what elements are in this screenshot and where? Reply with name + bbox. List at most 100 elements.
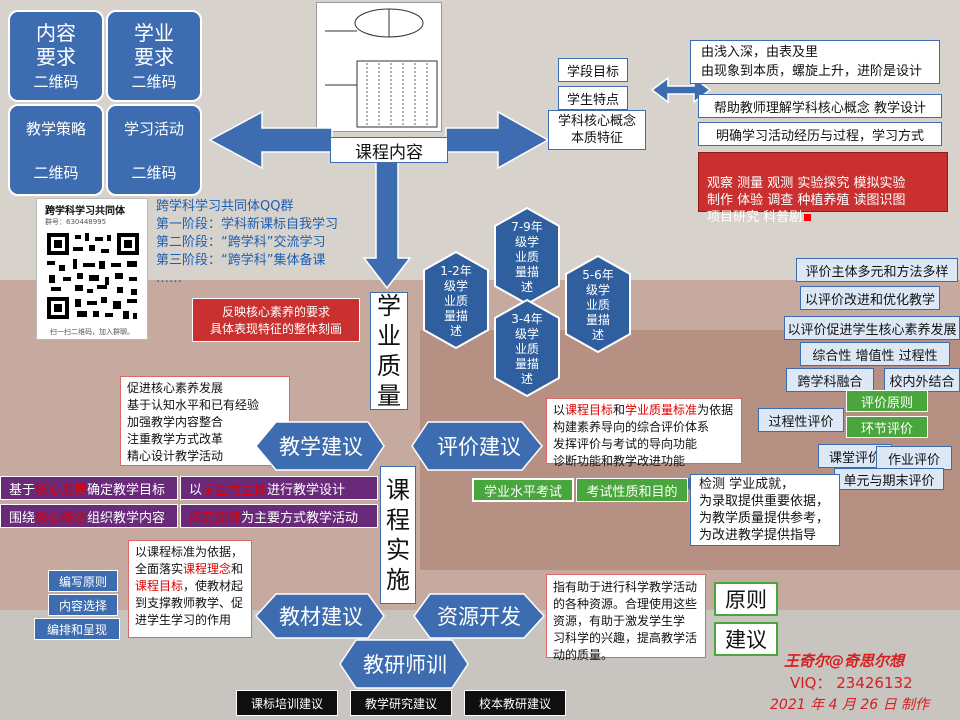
author-signature: 王奇尔@奇思尔想	[784, 652, 905, 670]
note-text: 以课程标准为依据，全面落实	[135, 545, 244, 576]
hex-label: 5-6年 级学 业质 量描 述	[582, 268, 614, 342]
note-highlight: 课程理念	[183, 562, 232, 576]
red-square-icon	[804, 214, 812, 221]
vchar: 学	[377, 292, 401, 320]
note-text: 为依据构建素养导向的综合评价体系 发挥评价与考试的导向功能 诊断功能和教学改进功…	[553, 403, 734, 468]
note-line: 注重教学方式改革	[127, 432, 224, 446]
unit-final-evaluation: 单元与期末评价	[834, 468, 944, 490]
note-text: ，使教材起到支撑教师教学、促进学生学习的作用	[135, 579, 244, 627]
hex-label: 1-2年 级学 业质 量描 述	[440, 264, 472, 338]
row-text: 为主要方式教学活动	[241, 510, 359, 526]
qq-group-info: 跨学科学习共同体QQ群 第一阶段：学科新课标自我学习 第二阶段：“跨学科”交流学…	[156, 198, 376, 288]
qr-tile-requirement[interactable]: 学业 要求 二维码	[106, 10, 202, 102]
author-vx: VIQ： 23426132	[790, 674, 913, 692]
qq-group-heading: 跨学科学习共同体QQ群	[156, 199, 294, 214]
qq-card-title: 跨学科学习共同体	[45, 206, 125, 217]
exam-purpose-desc: 检测 学业成就， 为录取提供重要依据， 为教学质量提供参考， 为改进教学提供指导	[690, 474, 840, 546]
hex-grade-3-4	[494, 298, 560, 398]
process-evaluation: 过程性评价	[758, 408, 844, 432]
row-highlight: 学生为主体	[202, 482, 268, 498]
row-text: 组织教学内容	[87, 510, 166, 526]
qq-card-caption: 扫一扫二维码，加入群聊。	[50, 328, 134, 336]
row-text: 围绕	[9, 510, 36, 526]
tile-title: 学业	[134, 20, 174, 45]
academic-quality-label[interactable]: 学 业 质 量	[370, 292, 408, 410]
note-text: 和	[231, 562, 244, 576]
row-text: 以	[189, 482, 203, 498]
stage-evaluation: 环节评价	[846, 416, 928, 438]
teaching-row-student-centered: 以学生为主体进行教学设计	[180, 476, 378, 500]
note-line: 促进核心素养发展	[127, 381, 224, 395]
note-line: 加强教学内容整合	[127, 415, 224, 429]
materials-item-selection[interactable]: 内容选择	[48, 594, 118, 616]
vchar: 业	[377, 322, 401, 350]
tile-title: 学习活动	[123, 119, 184, 138]
eval-item: 以评价改进和优化教学	[800, 286, 940, 310]
vchar: 质	[377, 352, 401, 380]
qq-group-card[interactable]: 跨学科学习共同体 群号：630448995 扫一扫二维码，加入群聊。	[36, 198, 148, 340]
qr-tile-activity[interactable]: 学习活动 二维码	[106, 104, 202, 196]
quality-note: 反映核心素养的要求 具体表现特征的整体刻画	[192, 298, 360, 342]
tile-title: 要求	[134, 44, 174, 69]
resources-label[interactable]: 资源开发	[437, 605, 521, 629]
resources-principle[interactable]: 原则	[714, 582, 778, 616]
teaching-row-core-concept: 围绕核心概念组织教学内容	[0, 504, 178, 528]
teaching-row-inquiry: 探究实践为主要方式教学活动	[180, 504, 378, 528]
tile-title: 教学策略	[25, 119, 86, 138]
chart-thumbnail	[316, 2, 442, 132]
vchar: 实	[386, 536, 410, 564]
note-highlight: 学业质量标准	[625, 403, 698, 417]
materials-item-writing[interactable]: 编写原则	[48, 570, 118, 592]
row-text: 确定教学目标	[87, 482, 166, 498]
hex-label: 3-4年 级学 业质 量描 述	[511, 312, 543, 386]
note-highlight: 课程目标	[565, 403, 614, 417]
qr-code-icon	[45, 231, 141, 321]
note-line: 基于认知水平和已有经验	[127, 398, 260, 412]
qq-group-line: 第一阶段：学科新课标自我学习	[156, 217, 339, 232]
tile-sub: 二维码	[33, 72, 79, 91]
homework-evaluation: 作业评价	[876, 446, 952, 470]
tile-sub: 二维码	[131, 72, 177, 91]
teaching-advice-label[interactable]: 教学建议	[279, 435, 363, 459]
eval-item: 评价主体多元和方法多样	[796, 258, 958, 282]
vchar: 量	[377, 382, 401, 410]
row-text: 进行教学设计	[267, 482, 346, 498]
qq-card-number: 群号：630448995	[45, 218, 107, 226]
tile-title: 要求	[36, 44, 76, 69]
teaching-row-core-literacy: 基于核心素养确定教学目标	[0, 476, 178, 500]
activity-process-box: 明确学习活动经历与过程，学习方式	[698, 122, 942, 146]
course-content-label[interactable]: 课程内容	[330, 137, 448, 163]
hex-label: 7-9年 级学 业质 量描 述	[511, 220, 543, 294]
qr-tile-strategy[interactable]: 教学策略 二维码	[8, 104, 104, 196]
row-highlight: 核心素养	[35, 482, 88, 498]
qr-tile-content[interactable]: 内容 要求 二维码	[8, 10, 104, 102]
teaching-research-advice[interactable]: 教学研究建议	[350, 690, 452, 716]
row-highlight: 探究实践	[189, 510, 242, 526]
course-implementation-label[interactable]: 课 程 实 施	[380, 466, 416, 604]
stage-goal-box: 学段目标	[558, 58, 628, 82]
materials-item-layout[interactable]: 编排和呈现	[34, 618, 120, 640]
evaluation-advice-label[interactable]: 评价建议	[437, 435, 521, 459]
evaluation-principle: 评价原则	[846, 390, 928, 412]
materials-note: 以课程标准为依据，全面落实课程理念和课程目标，使教材起到支撑教师教学、促进学生学…	[128, 540, 252, 638]
note-line: 精心设计教学活动	[127, 449, 224, 463]
note-highlight: 课程目标	[135, 579, 184, 593]
resources-suggestion[interactable]: 建议	[714, 622, 778, 656]
row-highlight: 核心概念	[35, 510, 88, 526]
school-research-advice[interactable]: 校本教研建议	[464, 690, 566, 716]
tile-sub: 二维码	[33, 163, 79, 182]
student-trait-box: 学生特点	[558, 86, 628, 110]
row-text: 基于	[9, 482, 36, 498]
eval-item: 综合性 增值性 过程性	[800, 342, 950, 366]
tile-sub: 二维码	[131, 163, 177, 182]
author-date: 2021 年 4 月 26 日 制作	[770, 697, 930, 713]
materials-advice-label[interactable]: 教材建议	[279, 605, 363, 629]
curriculum-training-advice[interactable]: 课标培训建议	[236, 690, 338, 716]
qq-group-line: 第二阶段：“跨学科”交流学习	[156, 235, 326, 250]
core-concept-box: 学科核心概念 本质特征	[548, 110, 646, 150]
hex-grade-1-2	[423, 250, 489, 350]
concept-help-box: 帮助教师理解学科核心概念 教学设计	[698, 94, 942, 118]
research-training-label[interactable]: 教研师训	[363, 653, 447, 677]
qq-group-line: ……	[156, 271, 182, 286]
